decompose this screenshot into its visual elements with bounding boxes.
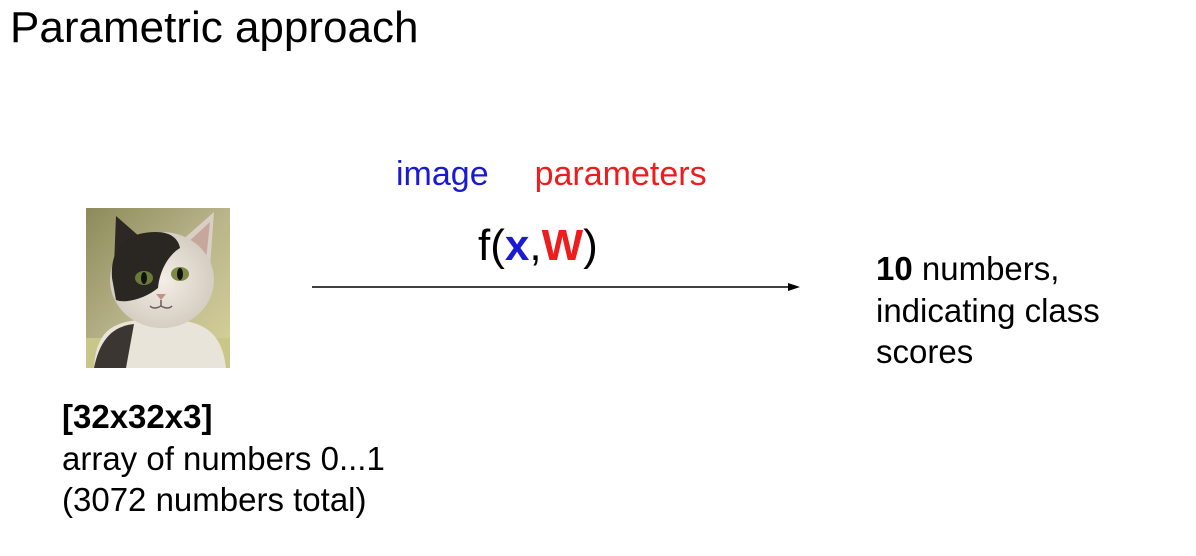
image-label: image	[396, 155, 489, 193]
weights-variable-w: W	[541, 221, 584, 270]
function-comma: ,	[529, 221, 542, 270]
cat-image	[86, 208, 230, 368]
function-suffix: )	[583, 221, 598, 270]
input-description: [32x32x3] array of numbers 0...1 (3072 n…	[62, 396, 385, 521]
function-expression: f(x,W)	[478, 220, 598, 273]
output-description: 10 numbers, indicating class scores	[876, 248, 1100, 373]
mapping-arrow	[312, 283, 800, 291]
input-array-desc: array of numbers 0...1	[62, 439, 385, 477]
parameters-label: parameters	[534, 155, 707, 193]
function-prefix: f(	[478, 221, 505, 270]
output-count: 10	[876, 250, 913, 287]
input-shape: [32x32x3]	[62, 398, 213, 435]
output-line-1: 10 numbers,	[876, 248, 1100, 290]
input-variable-x: x	[504, 221, 530, 270]
output-line-1-text: numbers,	[912, 250, 1060, 287]
output-line-2: indicating class	[876, 291, 1100, 329]
input-total-desc: (3072 numbers total)	[62, 481, 367, 519]
slide-title: Parametric approach	[10, 3, 419, 52]
function-labels: image parameters	[396, 154, 707, 195]
output-line-3: scores	[876, 333, 974, 371]
